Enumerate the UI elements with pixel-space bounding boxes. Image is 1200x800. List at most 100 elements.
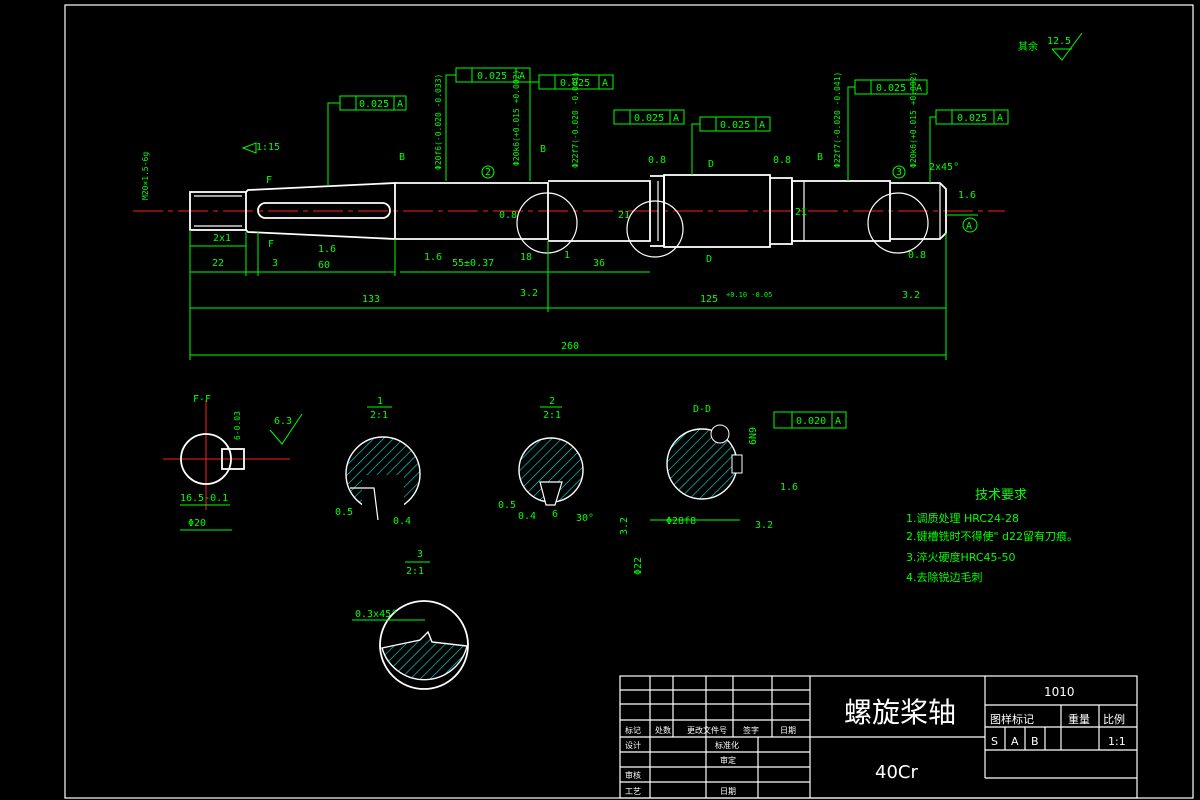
svg-text:0.8: 0.8 (908, 250, 926, 261)
svg-text:A: A (673, 113, 679, 124)
runout-frame: 0.025 A (613, 109, 685, 125)
svg-text:2:1: 2:1 (406, 566, 424, 577)
runout-frame: 0.025 A (529, 74, 614, 181)
svg-text:A: A (397, 99, 403, 110)
svg-text:0.025: 0.025 (560, 78, 590, 89)
runout-frame: 0.025 A (929, 109, 1009, 183)
svg-text:0.5: 0.5 (498, 500, 516, 511)
svg-text:+0.10 -0.05: +0.10 -0.05 (726, 291, 772, 299)
svg-text:30°: 30° (576, 513, 594, 524)
svg-text:图样标记: 图样标记 (990, 712, 1034, 726)
runout-frame: 0.025 A (691, 116, 771, 175)
svg-text:其余: 其余 (1018, 40, 1038, 53)
svg-text:3: 3 (272, 258, 278, 269)
svg-text:60: 60 (318, 260, 330, 271)
svg-text:B: B (817, 152, 823, 163)
svg-text:12.5: 12.5 (1047, 36, 1071, 47)
svg-text:1.6: 1.6 (958, 190, 976, 201)
svg-text:3.2: 3.2 (902, 290, 920, 301)
svg-text:设计: 设计 (625, 740, 641, 750)
svg-text:0.4: 0.4 (393, 516, 411, 527)
svg-text:Φ20k6(+0.015 +0.002): Φ20k6(+0.015 +0.002) (909, 72, 918, 168)
svg-text:0.025: 0.025 (876, 83, 906, 94)
svg-text:133: 133 (362, 294, 380, 305)
svg-text:0.8: 0.8 (773, 155, 791, 166)
svg-text:1.调质处理 HRC24-28: 1.调质处理 HRC24-28 (906, 512, 1019, 525)
svg-text:1.6: 1.6 (424, 252, 442, 263)
svg-text:260: 260 (561, 341, 579, 352)
svg-text:2:1: 2:1 (370, 410, 388, 421)
svg-text:0.025: 0.025 (477, 71, 507, 82)
svg-text:18: 18 (520, 252, 532, 263)
svg-text:Φ28f8: Φ28f8 (666, 516, 696, 527)
svg-text:F-F: F-F (193, 394, 211, 405)
svg-text:Φ22: Φ22 (633, 557, 644, 575)
svg-text:0.025: 0.025 (634, 113, 664, 124)
svg-text:0.020: 0.020 (796, 416, 826, 427)
roughness-note: 其余 12.5 (1018, 32, 1083, 61)
svg-text:0.8: 0.8 (648, 155, 666, 166)
svg-text:A: A (519, 71, 525, 82)
svg-text:0.4: 0.4 (518, 511, 536, 522)
svg-text:6-0.03: 6-0.03 (233, 411, 242, 440)
svg-text:审定: 审定 (720, 755, 736, 765)
svg-text:B: B (540, 144, 546, 155)
svg-text:36: 36 (593, 258, 605, 269)
svg-text:0.025: 0.025 (720, 120, 750, 131)
svg-text:审核: 审核 (625, 770, 641, 780)
svg-text:标准化: 标准化 (715, 740, 739, 750)
svg-text:签字: 签字 (743, 725, 759, 735)
svg-text:Φ22f7(-0.020 -0.041): Φ22f7(-0.020 -0.041) (571, 72, 580, 168)
svg-text:3.2: 3.2 (619, 517, 630, 535)
runout-frame: 0.025 A (445, 67, 531, 181)
svg-text:S: S (991, 735, 998, 748)
svg-text:3.2: 3.2 (755, 520, 773, 531)
svg-text:A: A (997, 113, 1003, 124)
svg-text:22: 22 (212, 258, 224, 269)
svg-text:6.3: 6.3 (274, 416, 292, 427)
svg-text:A: A (759, 120, 765, 131)
svg-text:1010: 1010 (1044, 685, 1075, 699)
detail-2: 2 2:1 0.5 0.4 6 30° (498, 396, 594, 524)
svg-text:16.5-0.1: 16.5-0.1 (180, 493, 228, 504)
svg-text:A: A (602, 78, 608, 89)
svg-text:1: 1 (564, 250, 570, 261)
svg-text:日期: 日期 (720, 787, 736, 796)
svg-text:比例: 比例 (1103, 712, 1125, 726)
svg-text:螺旋桨轴: 螺旋桨轴 (844, 696, 956, 729)
svg-text:A: A (835, 416, 841, 427)
svg-text:技术要求: 技术要求 (975, 488, 1027, 503)
svg-text:0.025: 0.025 (359, 99, 389, 110)
svg-text:1:15: 1:15 (256, 142, 280, 153)
shaft-main-view (189, 174, 947, 258)
svg-text:21: 21 (618, 210, 630, 221)
detail-1: 1 2:1 0.5 0.4 (335, 396, 421, 527)
svg-text:2x45°: 2x45° (929, 162, 959, 173)
svg-text:0.025: 0.025 (957, 113, 987, 124)
svg-text:3: 3 (417, 549, 423, 560)
svg-text:Φ22f7(-0.020 -0.041): Φ22f7(-0.020 -0.041) (833, 72, 842, 168)
svg-text:1:1: 1:1 (1108, 735, 1126, 748)
svg-text:处数: 处数 (655, 725, 671, 735)
svg-text:2:1: 2:1 (543, 410, 561, 421)
runout-frame: 0.025 A (327, 95, 407, 186)
svg-text:Φ20: Φ20 (188, 518, 206, 529)
svg-text:B: B (1031, 735, 1039, 748)
svg-text:6: 6 (552, 509, 558, 520)
svg-text:1.6: 1.6 (780, 482, 798, 493)
svg-text:2: 2 (549, 396, 555, 407)
svg-text:D: D (708, 159, 714, 170)
svg-text:0.5: 0.5 (335, 507, 353, 518)
svg-text:M20×1.5-6g: M20×1.5-6g (141, 152, 150, 200)
main-view-dimensions: 260 133 125 +0.10 -0.05 22 3 60 55±0.37 … (141, 70, 978, 360)
svg-text:0.3x45°: 0.3x45° (355, 609, 397, 620)
title-block: 螺旋桨轴 40Cr 1010 图样标记 重量 比例 S A B 1:1 标记 处… (619, 675, 1138, 799)
svg-text:21: 21 (795, 207, 807, 218)
svg-text:55±0.37: 55±0.37 (452, 258, 494, 269)
svg-text:1: 1 (377, 396, 383, 407)
technical-requirements: 技术要求 1.调质处理 HRC24-28 2.键槽铣时不得使" d22留有刀痕。… (906, 488, 1078, 584)
svg-text:A: A (966, 221, 972, 232)
svg-text:D: D (706, 254, 712, 265)
